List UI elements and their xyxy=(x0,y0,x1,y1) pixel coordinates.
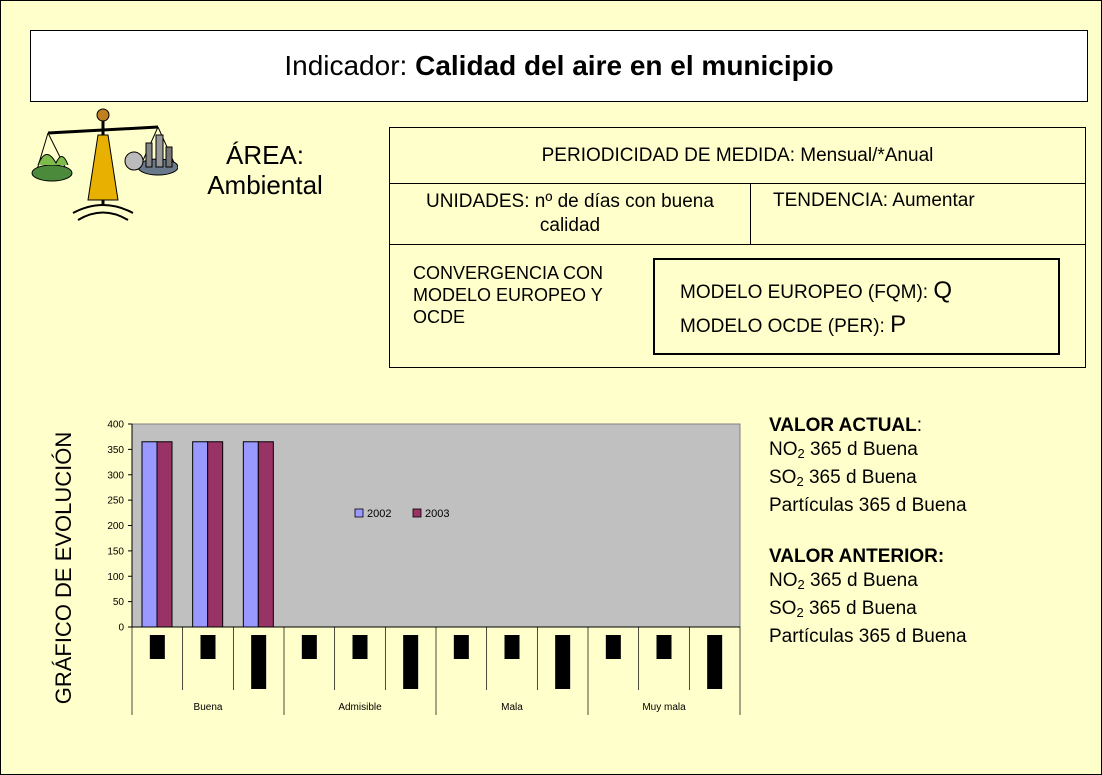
valor-actual-line-so2-sub: 2 xyxy=(796,474,804,489)
valor-anterior-line-so2-pre: SO xyxy=(769,598,797,619)
valor-anterior-line-no2: NO2 365 d Buena xyxy=(769,569,1069,597)
valor-actual-line-particulas: Partículas 365 d Buena xyxy=(769,494,1069,518)
x-category-label: Muy mala xyxy=(642,702,686,713)
x-sub-label-marker xyxy=(200,635,216,659)
modelo-ocde-value: P xyxy=(890,311,907,338)
bar-2002 xyxy=(242,441,259,628)
bar-2003 xyxy=(207,441,224,628)
valor-actual-line-so2-pre: SO xyxy=(769,467,797,488)
y-tick-label: 100 xyxy=(107,572,124,583)
plot-area xyxy=(131,423,741,628)
valor-anterior-line-so2-post: 365 d Buena xyxy=(803,598,917,619)
x-sub-label-marker xyxy=(504,635,520,659)
modelo-ocde-line: MODELO OCDE (PER): P xyxy=(680,309,1058,343)
modelo-europeo-value: Q xyxy=(933,277,953,304)
page-title: Indicador: Calidad del aire en el munici… xyxy=(30,30,1088,102)
modelo-ocde-label: MODELO OCDE (PER): xyxy=(680,316,891,337)
x-sub-label-marker xyxy=(453,635,469,659)
x-category-label: Mala xyxy=(501,702,523,713)
values-panel: VALOR ACTUAL: NO2 365 d Buena SO2 365 d … xyxy=(769,414,1069,649)
y-tick-label: 200 xyxy=(107,521,124,532)
valor-anterior-line-so2-sub: 2 xyxy=(796,605,804,620)
legend-swatch-2002 xyxy=(354,508,364,518)
valor-anterior-line-no2-pre: NO xyxy=(769,570,798,591)
modelo-europeo-label: MODELO EUROPEO (FQM): xyxy=(680,282,934,303)
valor-actual-line-no2-sub: 2 xyxy=(797,446,805,461)
x-sub-label-marker xyxy=(301,635,317,659)
area-label: ÁREA: Ambiental xyxy=(185,140,345,200)
valor-actual-line-particulas-text: Partículas 365 d Buena xyxy=(769,495,967,516)
valor-anterior-line-particulas-text: Partículas 365 d Buena xyxy=(769,626,967,647)
y-tick-label: 150 xyxy=(107,546,124,557)
area-line2: Ambiental xyxy=(207,170,323,200)
legend-label-2002: 2002 xyxy=(367,508,391,520)
bar-2003 xyxy=(156,441,173,628)
periodicidad-text: PERIODICIDAD DE MEDIDA: Mensual/*Anual xyxy=(541,144,934,166)
bar-2002 xyxy=(192,441,209,628)
area-line1: ÁREA: xyxy=(225,140,305,170)
valor-actual-line-no2: NO2 365 d Buena xyxy=(769,438,1069,466)
valor-anterior-line-no2-sub: 2 xyxy=(797,577,805,592)
valor-anterior-line-no2-post: 365 d Buena xyxy=(804,570,918,591)
modelo-europeo-line: MODELO EUROPEO (FQM): Q xyxy=(680,275,1058,309)
x-sub-label-marker xyxy=(352,635,368,659)
balance-scale-icon xyxy=(31,108,178,221)
x-sub-label-marker xyxy=(149,635,165,659)
x-category-label: Buena xyxy=(194,702,223,713)
valor-actual-line-no2-pre: NO xyxy=(769,439,798,460)
x-sub-label-marker xyxy=(605,635,621,659)
valor-actual-line-so2: SO2 365 d Buena xyxy=(769,466,1069,494)
valor-anterior-line-so2: SO2 365 d Buena xyxy=(769,597,1069,625)
x-sub-label-marker xyxy=(555,635,571,689)
y-tick-label: 50 xyxy=(113,597,125,608)
valor-actual-heading: VALOR ACTUAL: xyxy=(769,414,1069,438)
legend-swatch-2003 xyxy=(412,508,422,518)
modelo-box: MODELO EUROPEO (FQM): Q MODELO OCDE (PER… xyxy=(653,258,1060,355)
title-main: Calidad del aire en el municipio xyxy=(415,50,834,81)
convergencia-text: CONVERGENCIA CON MODELO EUROPEO Y OCDE xyxy=(413,263,604,327)
valor-actual-heading-suffix: : xyxy=(916,415,923,436)
valor-anterior-heading: VALOR ANTERIOR: xyxy=(769,546,945,567)
y-tick-label: 300 xyxy=(107,470,124,481)
valor-anterior-line-particulas: Partículas 365 d Buena xyxy=(769,625,1069,649)
y-tick-label: 250 xyxy=(107,496,124,507)
bar-2003 xyxy=(257,441,274,628)
x-sub-label-marker xyxy=(656,635,672,659)
y-tick-label: 0 xyxy=(118,623,124,634)
x-sub-label-marker xyxy=(403,635,419,689)
convergencia-box xyxy=(389,244,1086,368)
valor-actual-line-so2-post: 365 d Buena xyxy=(803,467,917,488)
bar-2002 xyxy=(141,441,158,628)
unidades-text: UNIDADES: nº de días con buena calidad xyxy=(426,191,714,236)
x-sub-label-marker xyxy=(251,635,267,689)
y-tick-label: 350 xyxy=(107,445,124,456)
tendencia-text: TENDENCIA: Aumentar xyxy=(773,190,975,211)
y-tick-label: 400 xyxy=(107,420,124,431)
x-sub-label-marker xyxy=(707,635,723,689)
legend-label-2003: 2003 xyxy=(425,508,449,520)
x-category-label: Admisible xyxy=(338,702,382,713)
valor-actual-line-no2-post: 365 d Buena xyxy=(804,439,918,460)
title-prefix: Indicador: xyxy=(284,50,416,81)
valor-actual-heading-text: VALOR ACTUAL xyxy=(769,415,917,436)
